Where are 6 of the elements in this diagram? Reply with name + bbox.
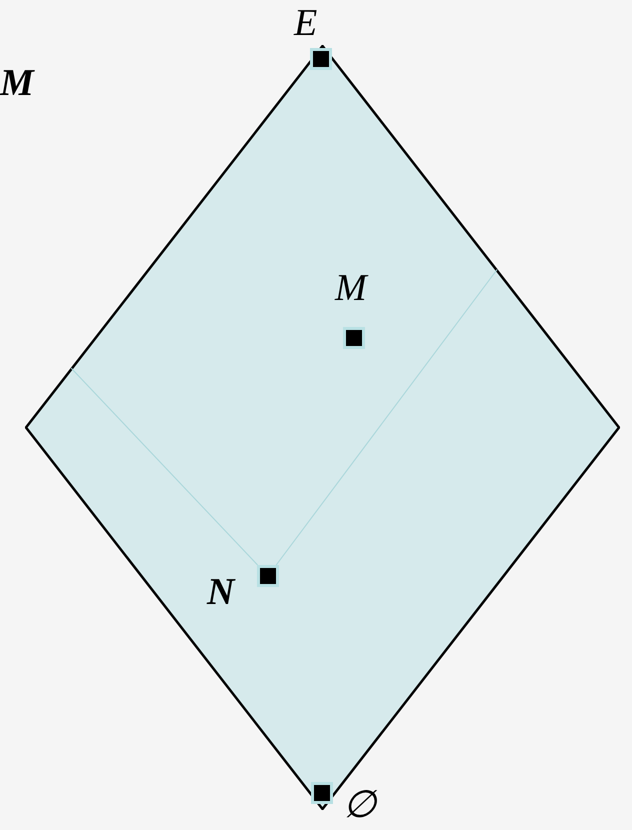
- point-label: ∅: [343, 786, 376, 824]
- line: [70, 368, 258, 566]
- point-label: E: [294, 4, 318, 42]
- line: [276, 269, 498, 566]
- point-label: M: [335, 269, 367, 307]
- point-label: N: [207, 573, 234, 611]
